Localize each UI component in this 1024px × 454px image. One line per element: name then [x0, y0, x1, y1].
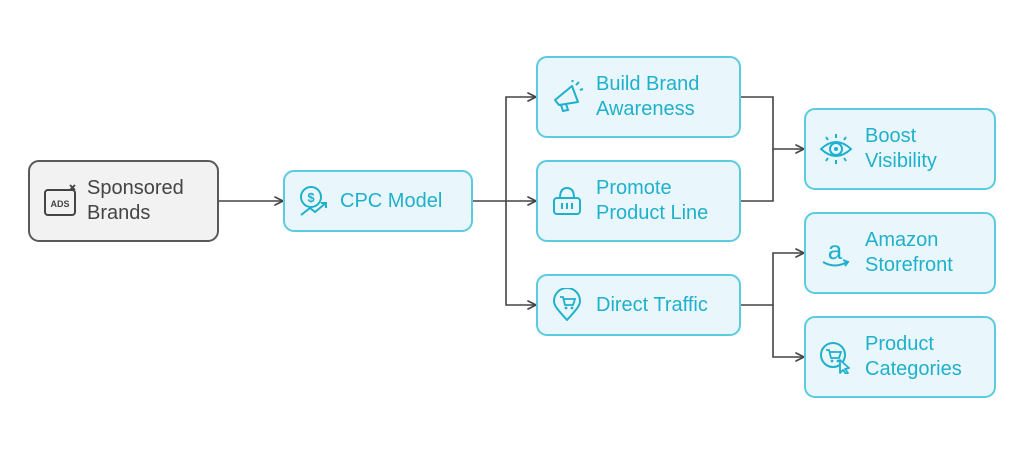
node-label: Boost Visibility [865, 125, 937, 172]
node-sponsored-brands[interactable]: ADS Sponsored Brands [28, 160, 219, 242]
node-build-brand-awareness[interactable]: Build Brand Awareness [536, 56, 741, 138]
node-amazon-storefront[interactable]: a Amazon Storefront [804, 212, 996, 294]
shopping-basket-icon [550, 184, 584, 218]
dollar-growth-icon: $ [297, 184, 331, 218]
node-label: Direct Traffic [596, 293, 708, 316]
amazon-icon: a [818, 236, 854, 270]
node-direct-traffic[interactable]: Direct Traffic [536, 274, 741, 336]
node-label: Amazon Storefront [865, 229, 953, 276]
megaphone-icon [550, 80, 584, 114]
node-cpc-model[interactable]: $ CPC Model [283, 170, 473, 232]
svg-text:a: a [828, 236, 843, 265]
node-label: Sponsored Brands [87, 177, 184, 224]
node-promote-product-line[interactable]: Promote Product Line [536, 160, 741, 242]
edge-direct-traffic-to-product-categories [772, 305, 805, 362]
edge-direct-traffic-to-amazon-storefront [741, 248, 805, 306]
node-label: Product Categories [865, 333, 962, 380]
cart-location-pin-icon [550, 288, 584, 322]
edge-build-brand-awareness-to-boost-visibility [741, 96, 805, 154]
cart-cursor-icon [818, 340, 854, 374]
eye-icon [818, 132, 854, 166]
node-label: Build Brand Awareness [596, 73, 700, 120]
edge-cpc-model-to-build-brand-awareness [473, 92, 537, 202]
svg-text:ADS: ADS [50, 199, 69, 209]
node-product-categories[interactable]: Product Categories [804, 316, 996, 398]
edge-promote-product-line-to-boost-visibility [741, 149, 774, 202]
edge-cpc-model-to-direct-traffic [505, 201, 537, 310]
node-label: Promote Product Line [596, 177, 709, 224]
node-boost-visibility[interactable]: Boost Visibility [804, 108, 996, 190]
ads-icon: ADS [42, 183, 78, 219]
svg-text:$: $ [307, 190, 315, 205]
node-label: CPC Model [340, 189, 443, 212]
